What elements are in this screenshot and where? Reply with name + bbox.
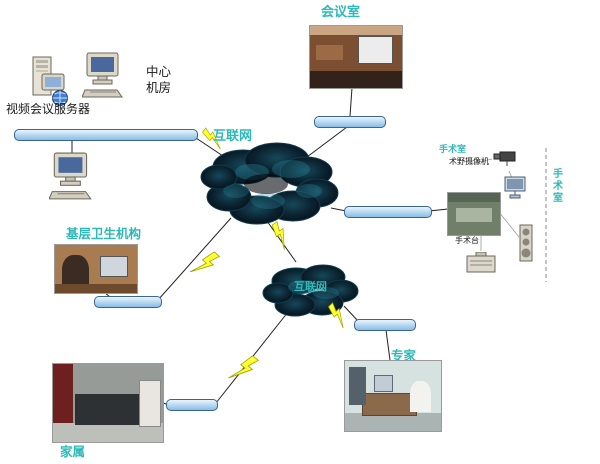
photo-detail bbox=[373, 375, 394, 393]
bus-family bbox=[166, 399, 218, 411]
photo-detail bbox=[310, 26, 402, 35]
video-server-label: 视频会议服务器 bbox=[6, 102, 91, 116]
expert-photo bbox=[344, 360, 442, 432]
photo-detail bbox=[455, 207, 493, 223]
photo-detail bbox=[75, 393, 141, 425]
operating-room-side-label: 手术室 bbox=[550, 168, 562, 204]
or-speaker-icon bbox=[519, 224, 533, 266]
photo-detail bbox=[53, 423, 163, 442]
photo-detail bbox=[410, 380, 432, 413]
photo-detail bbox=[362, 392, 418, 416]
photo-detail bbox=[53, 364, 73, 423]
meeting-room-photo bbox=[309, 25, 403, 89]
photo-detail bbox=[448, 193, 500, 203]
or-table-label: 手术台 bbox=[455, 236, 479, 245]
family-photo bbox=[52, 363, 164, 443]
internet-cloud-main-icon bbox=[200, 142, 339, 225]
video-server-icon bbox=[30, 56, 70, 106]
or-camera-icon bbox=[492, 150, 518, 172]
family-label: 家属 bbox=[60, 444, 86, 459]
desktop-computer-icon bbox=[81, 52, 126, 100]
photo-detail bbox=[357, 35, 393, 64]
bus-operating-room bbox=[344, 206, 432, 218]
photo-detail bbox=[310, 70, 402, 88]
photo-detail bbox=[345, 412, 441, 431]
photo-detail bbox=[315, 44, 344, 61]
bus-clinic bbox=[94, 296, 162, 308]
desktop-computer-icon bbox=[48, 152, 95, 202]
photo-detail bbox=[55, 284, 137, 293]
bus-center bbox=[14, 129, 198, 141]
bus-expert bbox=[354, 319, 416, 331]
or-camera-label: 术野摄像机 bbox=[449, 157, 489, 166]
expert-label: 专家 bbox=[391, 348, 417, 363]
or-monitor-icon bbox=[503, 176, 527, 204]
clinic-label: 基层卫生机构 bbox=[66, 226, 142, 241]
internet-cloud-secondary-icon bbox=[262, 264, 359, 317]
photo-detail bbox=[348, 366, 367, 406]
internet-main-label: 互联网 bbox=[213, 129, 253, 144]
bus-meeting-room bbox=[314, 116, 386, 128]
lightning-icon bbox=[268, 220, 294, 250]
clinic-photo bbox=[54, 244, 138, 294]
center-room-label: 中心机房 bbox=[146, 64, 172, 95]
photo-detail bbox=[100, 255, 129, 277]
photo-detail bbox=[138, 379, 161, 427]
operating-room-title: 手术室 bbox=[439, 145, 467, 155]
lightning-icon bbox=[189, 248, 221, 281]
meeting-room-label: 会议室 bbox=[321, 5, 361, 20]
or-equipment-icon bbox=[466, 251, 496, 280]
operating-table-photo bbox=[447, 192, 501, 236]
internet-secondary-label: 互联网 bbox=[294, 280, 327, 293]
